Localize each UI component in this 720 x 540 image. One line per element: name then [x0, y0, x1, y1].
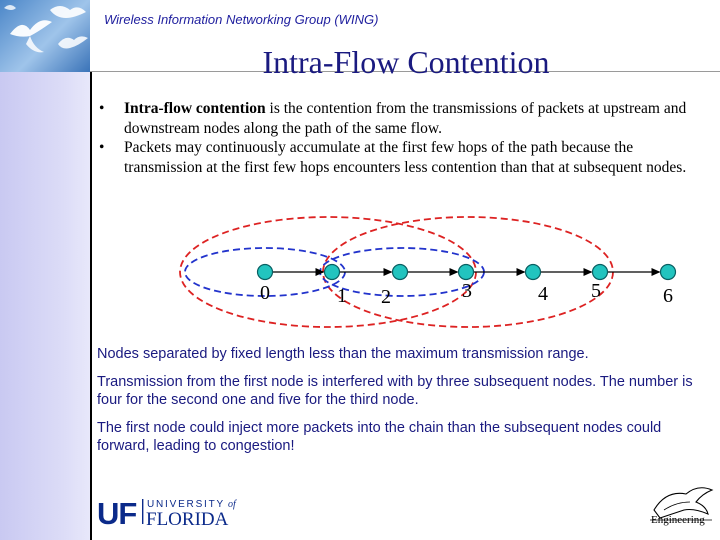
- group-header: Wireless Information Networking Group (W…: [104, 12, 379, 27]
- node-2: [391, 263, 409, 281]
- horizontal-rule: [90, 71, 720, 72]
- note-3: The first node could inject more packets…: [97, 420, 662, 454]
- doves-icon: [4, 5, 88, 53]
- uf-divider: [142, 499, 144, 524]
- node-label-3: 3: [462, 280, 472, 302]
- note-1: Nodes separated by fixed length less tha…: [97, 346, 589, 362]
- node-label-0: 0: [260, 282, 270, 304]
- node-label-4: 4: [538, 283, 548, 305]
- uf-florida-text: FLORIDA: [146, 509, 229, 526]
- slide-title: Intra-Flow Contention: [262, 44, 550, 80]
- uf-mark: UF: [97, 496, 136, 526]
- node-4: [524, 263, 542, 281]
- bullet-marker: •: [99, 139, 105, 156]
- vertical-rule: [90, 72, 92, 540]
- bullet-item-2: • Packets may continuously accumulate at …: [96, 138, 700, 177]
- engineering-label: Engineering: [651, 514, 705, 526]
- node-3: [457, 263, 475, 281]
- sidebar: [0, 0, 90, 540]
- chain-labels: 0 1 2 3 4 5 6: [260, 280, 673, 308]
- uf-of-text: of: [228, 499, 237, 510]
- bullet-list: • Intra-flow contention is the contention…: [96, 99, 700, 177]
- node-label-2: 2: [381, 286, 391, 308]
- notes: Nodes separated by fixed length less tha…: [97, 345, 697, 465]
- chain-diagram: 0 1 2 3 4 5 6: [179, 216, 677, 328]
- chain-nodes: [256, 263, 677, 281]
- node-label-5: 5: [591, 280, 601, 302]
- bullet-text: is the contention from the transmissions…: [124, 100, 687, 137]
- node-6: [659, 263, 677, 281]
- bullet-marker: •: [99, 100, 105, 117]
- note-2: Transmission from the first node is inte…: [97, 374, 693, 408]
- node-5: [591, 263, 609, 281]
- bullet-item-1: • Intra-flow contention is the contention…: [96, 99, 700, 138]
- engineering-logo-icon: [650, 487, 714, 521]
- node-label-1: 1: [337, 285, 347, 307]
- uf-university-text: UNIVERSITY: [147, 499, 225, 510]
- node-label-6: 6: [663, 285, 673, 307]
- bullet-term: Intra-flow contention: [124, 100, 266, 117]
- node-1: [323, 263, 341, 281]
- uf-logo: UF UNIVERSITY of FLORIDA: [97, 496, 237, 526]
- bullet-text: Packets may continuously accumulate at t…: [124, 139, 687, 176]
- node-0: [256, 263, 274, 281]
- sky-banner-image: [0, 0, 90, 72]
